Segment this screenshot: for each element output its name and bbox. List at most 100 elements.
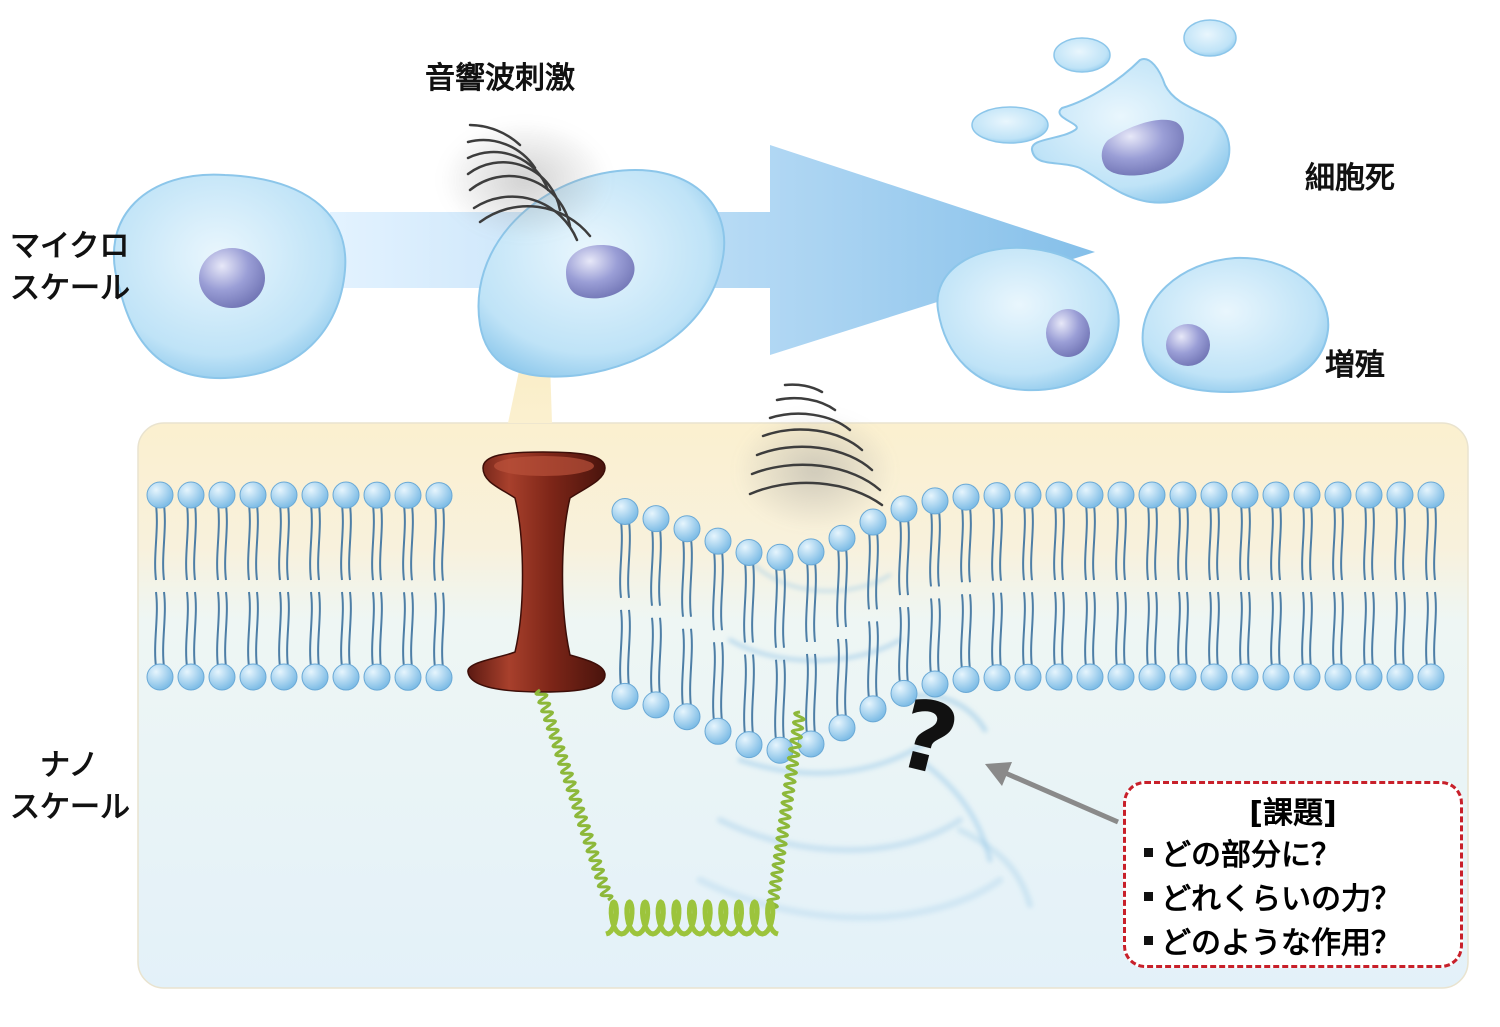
lipid-head [1200, 663, 1228, 691]
lipid-tail [1084, 504, 1088, 581]
cell-death-label: 細胞死 [1305, 161, 1395, 196]
lipid-head [425, 664, 453, 692]
lipid-head [611, 682, 639, 710]
lipid-tail [371, 591, 375, 668]
lipid-head [1138, 481, 1166, 509]
lipid-tail [255, 591, 259, 668]
lipid-tail [1433, 504, 1437, 581]
lipid-head [301, 481, 329, 509]
lipid-head [952, 483, 980, 511]
lipid-tail [1309, 504, 1313, 581]
lipid-head [673, 515, 701, 543]
lipid-tail [689, 628, 693, 707]
lipid-tail [348, 591, 352, 668]
lipid-tail [968, 594, 972, 670]
lipid-tail [1061, 591, 1065, 668]
lipid-tail [743, 654, 747, 735]
lipid-tail [1340, 591, 1344, 668]
lipid-tail [1239, 504, 1243, 581]
lipid-head [1014, 663, 1042, 691]
lipid-head [704, 717, 732, 745]
bullet-icon [1144, 892, 1153, 901]
lipid-tail [813, 653, 817, 735]
lipid-tail [805, 653, 809, 735]
lipid-tail [247, 504, 251, 581]
spring-coil [605, 899, 779, 937]
lipid-tail [1053, 504, 1057, 581]
lipid-tail [836, 638, 840, 718]
lipid-tail [813, 561, 817, 643]
lipid-tail [619, 521, 623, 599]
lipid-tail [1146, 591, 1150, 668]
lipid-head [642, 505, 670, 533]
lipid-head [425, 482, 453, 510]
lipid-tail [162, 591, 166, 668]
lipid-head [1169, 663, 1197, 691]
lipid-tail [1425, 591, 1429, 668]
lipid-head [1076, 481, 1104, 509]
lipid-head [301, 663, 329, 691]
lipid-head [828, 524, 856, 552]
lipid-tail [712, 642, 716, 722]
lipid-tail [402, 592, 406, 668]
lipid-tail [1022, 505, 1026, 581]
lipid-tail [224, 504, 228, 581]
nucleus-icon [1101, 119, 1184, 176]
lipid-tail [402, 505, 406, 581]
lipid-tail [1363, 504, 1367, 581]
lipid-tail [317, 504, 321, 581]
lipid-tail [1247, 591, 1251, 668]
spring-coil [534, 688, 614, 902]
lipid-head [208, 663, 236, 691]
lipid-tail [1278, 591, 1282, 668]
lipid-tail [1363, 591, 1367, 668]
lipid-head [1045, 663, 1073, 691]
stimulus-label: 音響波刺激 [425, 61, 575, 96]
lipid-tail [1115, 504, 1119, 581]
lipid-tail [1185, 504, 1189, 581]
lipid-head [797, 538, 825, 566]
proliferating-cells [936, 246, 1330, 394]
lipid-tail [1177, 504, 1181, 581]
lipid-tail [712, 551, 716, 631]
lipid-head [1262, 663, 1290, 691]
lipid-tail [154, 504, 158, 581]
task-item-text: どの部分に？ [1161, 838, 1341, 873]
lipid-tail [340, 504, 344, 581]
lipid-head [1045, 481, 1073, 509]
lipid-head [332, 663, 360, 691]
lipid-tail [379, 591, 383, 668]
lipid-tail [255, 504, 259, 581]
lipid-tail [309, 504, 313, 581]
lipid-tail [689, 538, 693, 617]
lipid-tail [1216, 504, 1220, 581]
lipid-tail [278, 504, 282, 581]
lipid-tail [1278, 504, 1282, 581]
lipid-tail [627, 521, 631, 599]
lipid-head [394, 481, 422, 509]
lipid-head [983, 482, 1011, 510]
lipid-head [1355, 663, 1383, 691]
lipid-head [673, 703, 701, 731]
lipid-tail [1030, 592, 1034, 668]
acoustic-wave-icon [440, 120, 610, 242]
lipid-tail [937, 510, 941, 587]
task-item: どの部分に？ [1144, 834, 1460, 878]
lipid-tail [1247, 504, 1251, 581]
lipid-tail [751, 654, 755, 735]
lipid-tail [906, 607, 910, 684]
lipid-tail [1092, 591, 1096, 668]
lipid-tail [1309, 591, 1313, 668]
lipid-tail [433, 592, 437, 668]
lipid-tail [1332, 504, 1336, 581]
lipid-head [1324, 663, 1352, 691]
lipid-tail [433, 505, 437, 581]
lipid-tail [999, 505, 1003, 581]
lipid-head [1231, 481, 1259, 509]
lipid-tail [1061, 504, 1065, 581]
lipid-tail [1208, 591, 1212, 668]
lipid-head [952, 665, 980, 693]
lipid-tail [898, 607, 902, 684]
lipid-head [1386, 481, 1414, 509]
lipid-tail [1053, 591, 1057, 668]
